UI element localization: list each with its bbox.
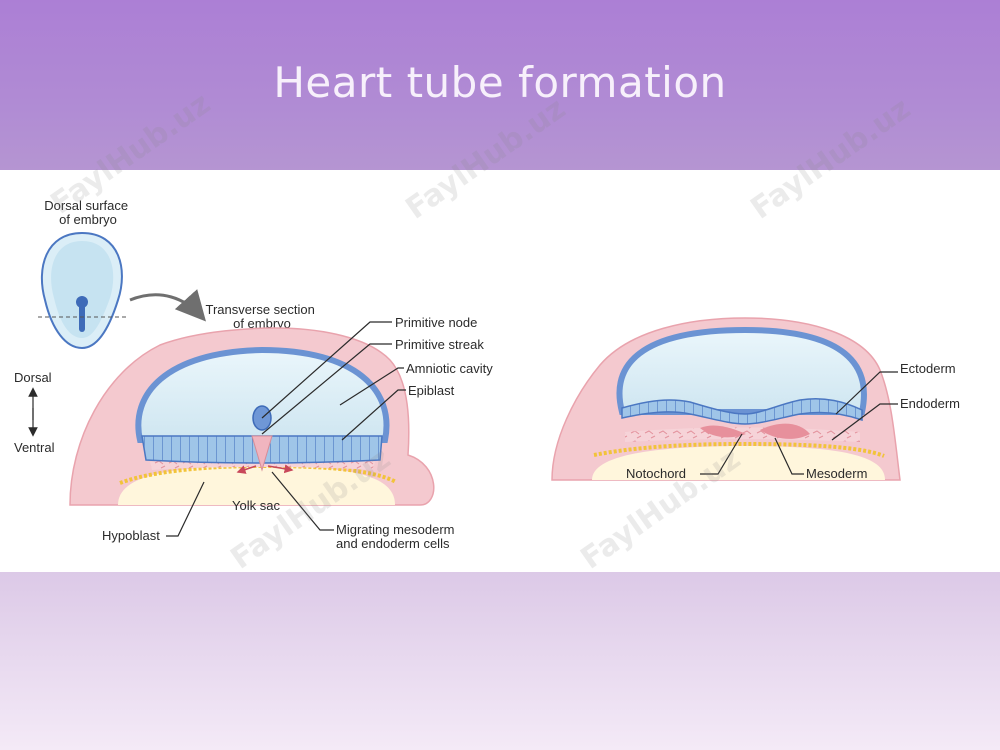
amniotic-cavity-label: Amniotic cavity — [406, 361, 493, 376]
slide-title: Heart tube formation — [273, 58, 727, 107]
dorsal-view-embryo — [38, 231, 128, 350]
transverse-section-left — [69, 327, 435, 506]
transverse-section-right — [551, 317, 901, 481]
hypoblast-label: Hypoblast — [102, 528, 160, 543]
dorsal-surface-label: Dorsal surface of embryo — [44, 198, 131, 227]
watermark-text: FaylHub.uz — [400, 91, 572, 226]
slide-footer-area — [0, 572, 1000, 750]
transverse-section-label: Transverse section of embryo — [206, 302, 319, 331]
yolk-sac-label: Yolk sac — [232, 498, 280, 513]
watermark-text: FaylHub.uz — [745, 91, 917, 226]
migrating-cells-label: Migrating mesoderm and endoderm cells — [336, 522, 458, 551]
mesoderm-label: Mesoderm — [806, 466, 867, 481]
primitive-streak-label: Primitive streak — [395, 337, 484, 352]
epiblast-label: Epiblast — [408, 383, 455, 398]
ectoderm-label: Ectoderm — [900, 361, 956, 376]
ventral-label: Ventral — [14, 440, 55, 455]
endoderm-label: Endoderm — [900, 396, 960, 411]
notochord-label: Notochord — [626, 466, 686, 481]
curved-arrow-icon — [129, 289, 207, 322]
primitive-node-label: Primitive node — [395, 315, 477, 330]
title-bar: Heart tube formation — [0, 0, 1000, 170]
dorsal-label: Dorsal — [14, 370, 52, 385]
